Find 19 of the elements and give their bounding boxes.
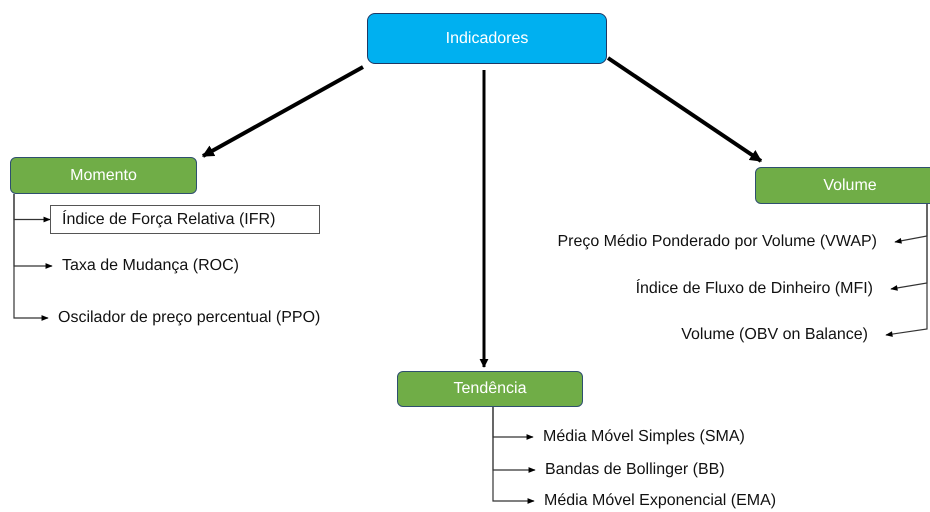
arrow (606, 56, 762, 163)
indicator-label: Preço Médio Ponderado por Volume (VWAP) (505, 230, 877, 254)
connector-arrow (13, 194, 49, 321)
category-box: Momento (10, 157, 197, 194)
category-box: Volume (755, 167, 930, 204)
indicator-label: Taxa de Mudança (ROC) (62, 254, 302, 278)
indicator-box: Índice de Força Relativa (IFR) (50, 205, 320, 234)
arrow (480, 70, 488, 368)
indicator-label: Média Móvel Exponencial (EMA) (544, 490, 834, 512)
connector-arrow (492, 407, 535, 504)
indicator-label: Bandas de Bollinger (BB) (545, 458, 785, 482)
indicator-label: Oscilador de preço percentual (PPO) (58, 306, 368, 330)
arrow (202, 65, 364, 158)
indicator-label: Média Móvel Simples (SMA) (543, 425, 803, 449)
indicator-label: Índice de Fluxo de Dinheiro (MFI) (580, 277, 873, 301)
indicator-label: Volume (OBV on Balance) (620, 323, 868, 347)
category-box: Indicadores (367, 13, 607, 64)
connector-arrow (885, 204, 928, 337)
category-box: Tendência (397, 371, 583, 407)
